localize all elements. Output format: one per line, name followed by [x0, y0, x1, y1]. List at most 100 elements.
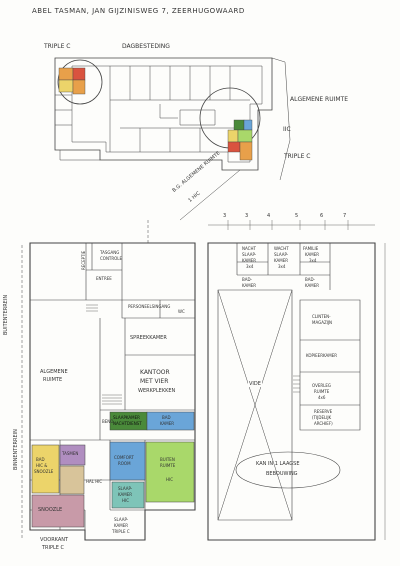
label-kopieerkamer: KOPIEERKAMER: [306, 353, 338, 358]
site-patch-green-2: [237, 129, 253, 143]
label-buiten-3: HIC: [166, 477, 173, 482]
site-patch-orange-3: [239, 141, 253, 161]
site-courtyard: [179, 109, 216, 126]
site-inner-outline: [71, 65, 263, 163]
label-bad-hic-1: BAD: [36, 457, 45, 462]
ground-kantoor: [124, 318, 195, 411]
label-familie-2: KAMER: [305, 252, 320, 257]
site-patch-yellow-1: [58, 79, 74, 93]
first-vide-x: [217, 289, 293, 521]
label-comfort-1: COMFORT: [114, 455, 134, 460]
label-hal-hic: HAL HIC: [86, 479, 103, 484]
site-circle-triple-c-top: [57, 59, 103, 105]
label-wc: WC: [178, 309, 185, 314]
dim-4: 4: [267, 213, 271, 219]
label-nacht-3: KAMER: [242, 258, 257, 263]
ground-stairs: [102, 394, 122, 405]
first-floor-plan: [207, 220, 386, 541]
ground-personeel: [121, 300, 195, 319]
label-wacht-1: WACHT: [274, 246, 289, 251]
label-overleg-1: OVERLEG: [312, 383, 331, 388]
site-ramp: [159, 104, 178, 119]
dim-3: 3: [223, 213, 227, 219]
label-slaapkamer-hic-3: HIC: [122, 498, 129, 503]
first-top-rooms: [236, 243, 331, 290]
first-dim-ticks: [227, 220, 349, 230]
site-patch-yellow-2: [227, 129, 239, 143]
label-nacht-2: SLAAP-: [242, 252, 257, 257]
site-patch-green-1: [233, 119, 245, 131]
room-tasmen: [59, 444, 86, 466]
label-badkamer-2: KAMER: [160, 421, 175, 426]
label-kantoor-3: WERKPLEKKEN: [138, 388, 176, 394]
first-floor-outline: [207, 242, 376, 541]
label-comfort-2: ROOM: [118, 461, 131, 466]
sheet-title: ABEL TASMAN, JAN GIJZINISWEG 7, ZEERHUGO…: [32, 7, 245, 15]
label-personeel: PERSONEELSINGANG: [128, 304, 171, 309]
label-algemene-1: ALGEMENE: [40, 369, 68, 375]
label-spreekkamer: SPREEKKAMER: [130, 335, 167, 341]
site-patch-red-1: [72, 67, 86, 81]
room-badkamer: [146, 411, 195, 431]
label-reserve-3: ARCHIEF): [314, 421, 333, 426]
room-comfort: [109, 441, 146, 481]
room-buiten-ruimte: [145, 441, 195, 503]
label-slaapkamer-tc-2: KAMER: [114, 523, 129, 528]
site-plan: [54, 57, 291, 221]
label-wacht-4: 3x4: [278, 264, 286, 269]
first-stairs: [293, 375, 300, 393]
label-triple-c-top: TRIPLE C: [44, 43, 71, 50]
site-left-wing: [55, 94, 100, 161]
label-bad-right-1: BAD-: [305, 277, 316, 282]
label-snoozle: SNOOZLE: [38, 507, 63, 513]
dim-3b: 3: [245, 213, 249, 219]
label-voorkant-1: VOORKANT: [40, 537, 69, 543]
label-entree: ENTREE: [96, 276, 112, 281]
label-triple-c-right: TRIPLE C: [284, 153, 311, 160]
label-wacht-3: KAMER: [274, 258, 289, 263]
label-slaapkamer-2: NACHTDIENST: [113, 421, 142, 426]
site-partitions: [109, 66, 250, 152]
note-2: BEBOUWING: [266, 471, 298, 477]
label-slaapkamer-hic-1: SLAAP-: [118, 486, 133, 491]
site-building-outline: [54, 57, 273, 171]
note-1: KAN IN 1 LAAGSE: [256, 461, 300, 467]
label-bad-hic-3: SNOOZLE: [34, 469, 54, 474]
label-overleg-3: 4x6: [318, 395, 326, 400]
label-tasmen: TASMEN: [62, 451, 79, 456]
label-algemene-ruimte: ALGEMENE RUIMTE: [290, 96, 349, 103]
label-nacht-4: 3x4: [246, 264, 254, 269]
label-slaapkamer-tc-3: TRIPLE C: [112, 529, 130, 534]
room-hal-hic: [59, 465, 85, 495]
dim-6: 6: [320, 213, 324, 219]
dim-7: 7: [343, 213, 347, 219]
ground-floor-outline: [29, 242, 196, 541]
site-note-arrow: [179, 169, 241, 221]
first-right-stack: [299, 299, 361, 431]
label-familie-3: 3x4: [309, 258, 317, 263]
label-receptie: RECEPTIE: [81, 250, 86, 270]
label-slaapkamer-tc-1: SLAAP-: [114, 517, 129, 522]
room-slaapkamer-hic: [111, 481, 145, 509]
room-bad-hic: [31, 444, 60, 494]
label-bad-left-2: KAMER: [242, 283, 257, 288]
dim-5: 5: [295, 213, 299, 219]
label-overleg-2: RUIMTE: [314, 389, 330, 394]
ground-hatch: [86, 304, 98, 312]
label-familie-1: FAMILIE: [303, 246, 319, 251]
label-bad-hic-2: HIC &: [36, 463, 48, 468]
label-dagbesteding: DAGBESTEDING: [122, 43, 170, 50]
ground-top-rooms: [29, 243, 195, 301]
label-bad-left-1: BAD-: [242, 277, 253, 282]
label-buiten-1: BUITEN: [160, 457, 175, 462]
label-binnenterrein: BINNENTERREIN: [13, 429, 19, 470]
site-patch-blue-1: [243, 119, 253, 131]
label-badkamer-1: BAD: [162, 415, 171, 420]
label-slaapkamer-hic-2: KAMER: [118, 492, 133, 497]
label-kantoor-1: KANTOOR: [140, 369, 170, 376]
site-patch-red-2: [227, 141, 241, 153]
label-reserve-1: RESERVE: [314, 409, 333, 414]
label-clinten-1: CLINTEN-: [312, 314, 331, 319]
